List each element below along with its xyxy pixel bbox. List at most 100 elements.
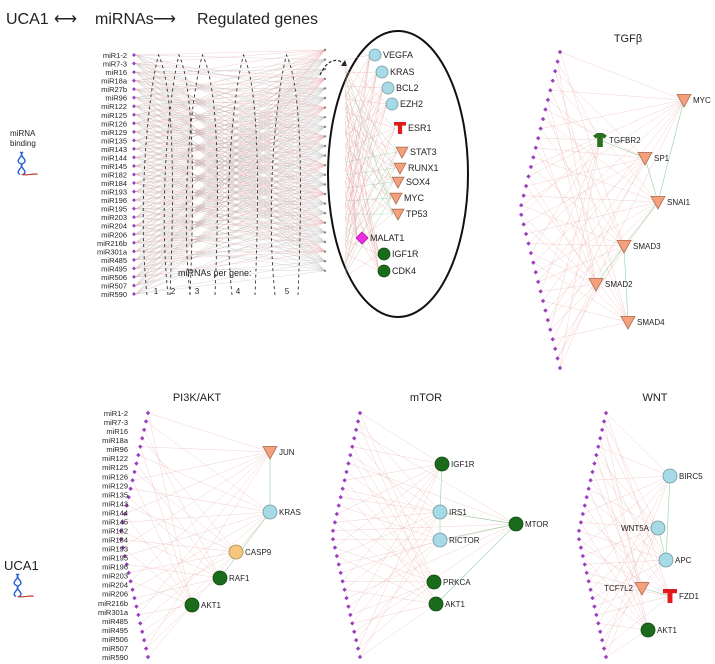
node-label-akt1: AKT1	[445, 600, 466, 609]
panel-mirna-node	[134, 604, 139, 609]
panel-edge	[530, 166, 625, 247]
panel-mirna-node	[603, 654, 609, 660]
panel-mirna-node	[336, 503, 341, 508]
panel-edge	[598, 446, 671, 597]
oval-edge	[344, 197, 392, 276]
panel-node-edge	[435, 523, 517, 605]
node-shape-circle	[375, 65, 389, 79]
overview-target-dot	[323, 106, 327, 109]
overview-edge	[135, 59, 326, 124]
panel-edge	[352, 511, 441, 624]
oval-edge	[344, 54, 371, 246]
overview-edge	[135, 88, 326, 214]
panel-edge	[523, 195, 659, 203]
node-shape-triangle	[391, 208, 405, 221]
panel-mirna-node	[521, 193, 526, 198]
overview-mirna-node	[132, 112, 136, 117]
overview-edge	[135, 241, 326, 286]
panel-edge	[550, 90, 685, 101]
overview-edge	[135, 155, 326, 209]
node-label-jun: JUN	[279, 448, 295, 457]
overview-target-dot	[323, 125, 327, 128]
overview-mirna-label: miR96	[105, 94, 127, 103]
oval-edge	[344, 87, 384, 272]
pi3k-mirna-label: miR495	[102, 626, 128, 635]
overview-edge	[135, 69, 326, 141]
overview-edge	[135, 222, 326, 295]
panel-mirna-node	[118, 528, 124, 533]
overview-edge	[135, 126, 326, 226]
overview-edge	[135, 145, 326, 192]
node-label-akt1: AKT1	[201, 601, 222, 610]
overview-edge	[135, 69, 326, 167]
oval-edge	[344, 167, 380, 255]
panel-mirna-node	[538, 126, 543, 131]
overview-edge	[135, 107, 326, 141]
overview-edge	[135, 107, 326, 167]
header-arrow-double: ⟷	[54, 11, 77, 28]
panel-edge	[359, 511, 441, 658]
panel-edge	[538, 138, 597, 285]
panel-mirna-node	[590, 595, 595, 601]
overview-mirna-node	[132, 292, 136, 296]
pi3k-mirna-label: miR125	[102, 463, 128, 472]
overview-mirna-label: miR18a	[101, 77, 128, 86]
pi3k-mirna-label: miR126	[102, 472, 128, 481]
panel-edge	[605, 412, 671, 477]
panel-edge	[540, 99, 685, 129]
panel-edge	[542, 157, 646, 302]
node-shape-tbar-stem	[397, 125, 403, 134]
panel-mirna-node	[141, 637, 147, 643]
panel-mirna-node	[598, 629, 603, 634]
panel-edge	[145, 421, 271, 513]
panel-mirna-node	[535, 279, 541, 285]
panel-mirna-node	[596, 444, 601, 449]
panel-mirna-node	[130, 478, 135, 483]
overview-target-dot	[323, 96, 327, 100]
panel-mirna-node	[590, 469, 595, 475]
node-label-kras: KRAS	[279, 508, 301, 517]
overview-edge	[135, 71, 326, 204]
node-shape-circle	[381, 81, 395, 95]
panel-mirna-node	[521, 222, 526, 227]
overview-edge	[135, 88, 326, 269]
overview-edge	[135, 49, 326, 286]
panel-mirna-node	[355, 419, 361, 424]
overview-network: miR1-2miR7-3miR16miR18amiR27bmiR96miR122…	[97, 48, 347, 299]
panel-edge	[580, 547, 671, 597]
panel-edge	[533, 157, 659, 203]
node-shape-triangle	[389, 192, 403, 205]
panel-edge	[126, 505, 237, 553]
panel-mirna-node	[128, 579, 133, 584]
node-tgfbr2: TGFBR2	[593, 133, 641, 147]
panel-edge	[596, 455, 649, 631]
pi3k-mirna-label: miR18a	[102, 436, 129, 445]
panel-edge	[545, 109, 629, 323]
panel-node-edge	[219, 511, 271, 579]
node-shape-circle	[428, 596, 444, 612]
overview-edge	[135, 49, 326, 175]
panel-mirna-node	[584, 570, 589, 576]
panel-edge	[344, 589, 437, 605]
overview-edge	[135, 78, 326, 201]
oval-edge	[344, 87, 384, 161]
node-shape-triangle	[650, 195, 666, 210]
panel-edge	[130, 581, 193, 606]
pi3k-mirna-label: miR506	[102, 635, 128, 644]
panel-edge	[140, 446, 271, 453]
panel-edge	[580, 522, 659, 529]
panel-edge	[334, 463, 443, 548]
node-akt1: AKT1	[428, 596, 466, 612]
pi3k-mirna-label: miR182	[102, 526, 128, 535]
overview-edge	[135, 59, 326, 218]
header: UCA1 ⟷ miRNAs ⟶ Regulated genes	[6, 11, 318, 28]
node-label-esr1: ESR1	[408, 123, 432, 133]
overview-mirna-label: miR196	[101, 196, 127, 205]
panel-edge	[143, 429, 221, 579]
overview-edge	[135, 69, 326, 98]
panel-mirna-node	[599, 637, 605, 643]
oval-edge	[344, 103, 388, 174]
panel-mirna-node	[350, 444, 355, 449]
overview-edge	[135, 222, 326, 243]
node-esr1: ESR1	[394, 122, 432, 134]
